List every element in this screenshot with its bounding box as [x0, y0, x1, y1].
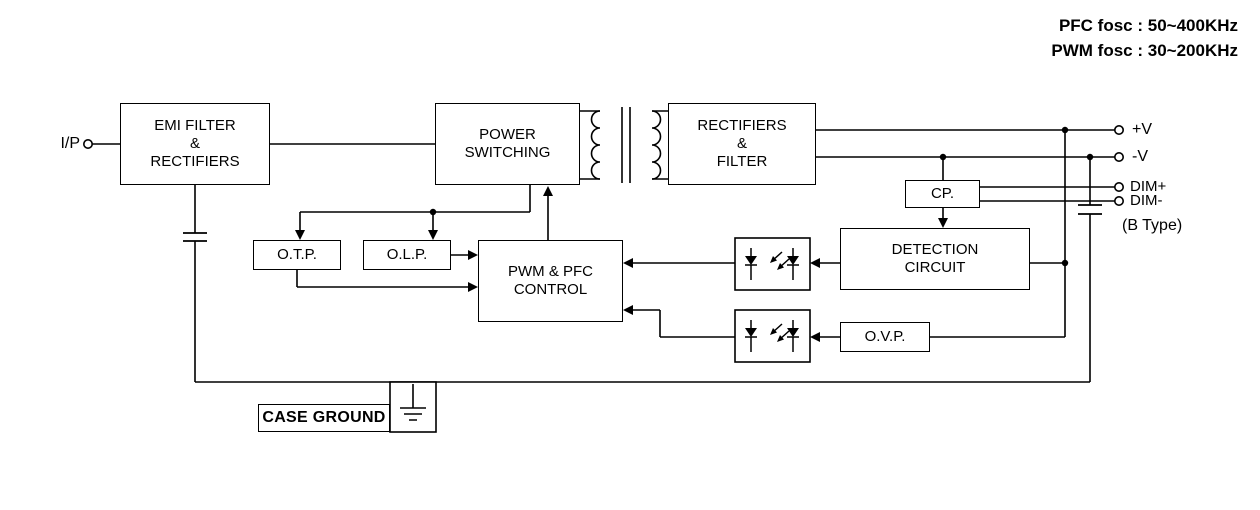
- block-label: DETECTION: [891, 241, 979, 258]
- terminal-circles: [83, 125, 1125, 207]
- block-label: EMI FILTER: [154, 117, 236, 134]
- case-ground-label: CASE GROUND: [262, 409, 386, 426]
- block-detection-circuit: DETECTION CIRCUIT: [840, 228, 1030, 290]
- v-plus-label: +V: [1132, 121, 1153, 138]
- junction-dot: [939, 153, 947, 161]
- block-label: &: [736, 135, 747, 152]
- block-otp: O.T.P.: [253, 240, 341, 270]
- transformer-core: [621, 107, 631, 183]
- block-power-switching: POWER SWITCHING: [435, 103, 580, 185]
- junction-dot: [1086, 153, 1094, 161]
- transformer-secondary-coil: [651, 110, 662, 180]
- input-terminal-label: I/P: [60, 135, 80, 152]
- y-capacitor-right-icon: [1078, 204, 1102, 215]
- block-case-ground: CASE GROUND: [258, 404, 390, 432]
- block-label: CONTROL: [513, 281, 588, 298]
- y-capacitor-left-icon: [183, 232, 207, 242]
- block-label: CP.: [930, 185, 955, 202]
- block-label: O.L.P.: [386, 246, 428, 263]
- junction-dot: [429, 208, 437, 216]
- earth-ground-icon: [389, 381, 437, 433]
- block-rectifiers-filter: RECTIFIERS & FILTER: [668, 103, 816, 185]
- dim-minus-terminal: [1114, 196, 1125, 207]
- block-label: O.V.P.: [864, 328, 906, 345]
- transformer-primary-coil: [590, 110, 601, 180]
- block-emi-filter-rectifiers: EMI FILTER & RECTIFIERS: [120, 103, 270, 185]
- dim-plus-label: DIM+: [1130, 178, 1167, 195]
- junction-dots: [429, 126, 1094, 267]
- block-label: O.T.P.: [277, 246, 317, 263]
- block-label: &: [189, 135, 200, 152]
- dim-minus-label: DIM-: [1130, 192, 1163, 209]
- oscillator-notes: PFC fosc : 50~400KHz PWM fosc : 30~200KH…: [1051, 13, 1238, 63]
- block-olp: O.L.P.: [363, 240, 451, 270]
- dim-plus-terminal: [1114, 182, 1125, 193]
- v-minus-label: -V: [1132, 148, 1148, 165]
- block-label: POWER: [479, 126, 536, 143]
- connection-wires: [92, 110, 1115, 383]
- block-label: FILTER: [716, 153, 768, 170]
- block-ovp: O.V.P.: [840, 322, 930, 352]
- input-terminal: [83, 139, 94, 150]
- v-plus-terminal: [1114, 125, 1125, 136]
- v-minus-terminal: [1114, 152, 1125, 163]
- block-label: RECTIFIERS: [697, 117, 787, 134]
- block-label: CIRCUIT: [904, 259, 966, 276]
- block-label: SWITCHING: [464, 144, 551, 161]
- junction-dot: [1061, 259, 1069, 267]
- optocoupler-lower-icon: [734, 309, 811, 363]
- junction-dot: [1061, 126, 1069, 134]
- block-cp: CP.: [905, 180, 980, 208]
- block-label: PWM & PFC: [508, 263, 593, 280]
- b-type-label: (B Type): [1122, 217, 1183, 234]
- pwm-fosc-note: PWM fosc : 30~200KHz: [1051, 41, 1238, 60]
- block-label: RECTIFIERS: [150, 153, 240, 170]
- optocoupler-upper-icon: [734, 237, 811, 291]
- pfc-fosc-note: PFC fosc : 50~400KHz: [1058, 16, 1238, 35]
- block-pwm-pfc-control: PWM & PFC CONTROL: [478, 240, 623, 322]
- transformer-icon: [590, 107, 662, 183]
- signal-arrowheads: [295, 186, 948, 342]
